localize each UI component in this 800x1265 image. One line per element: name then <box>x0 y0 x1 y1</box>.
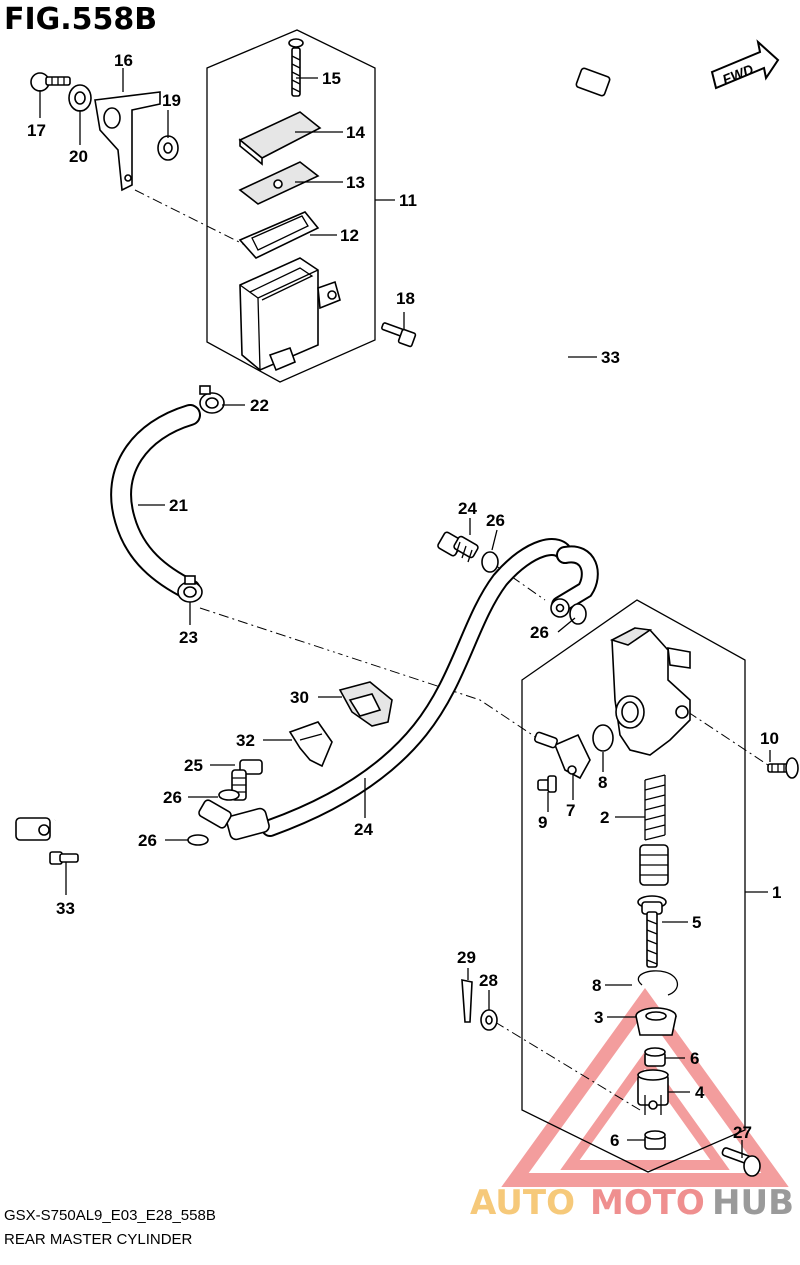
callout-25-lower: 25 <box>184 756 203 775</box>
leader-clamp-23 <box>199 607 541 741</box>
callout-33: 33 <box>56 899 75 918</box>
figure-subtitle: REAR MASTER CYLINDER <box>4 1231 193 1248</box>
nut-6-upper <box>644 1047 666 1067</box>
washer-26-d <box>187 834 209 846</box>
pin-27 <box>721 1147 761 1177</box>
callout-12: 11 <box>399 191 417 210</box>
callout-5: 5 <box>692 913 701 932</box>
master-cylinder-group-box <box>521 599 746 1173</box>
cap-15 <box>238 111 322 166</box>
hose-22 <box>110 404 201 601</box>
callout-9: 8 <box>592 976 601 995</box>
plate-14 <box>238 161 320 205</box>
nut-6-lower <box>644 1130 666 1150</box>
cotter-pin-29 <box>461 979 473 1023</box>
callout-20: 19 <box>162 91 181 110</box>
callout-11: 10 <box>760 729 779 748</box>
callout-13: 12 <box>340 226 359 245</box>
callout-25-upper: 24 <box>458 499 477 518</box>
washer-26-c <box>218 789 240 801</box>
callout-16: 15 <box>322 69 341 88</box>
callout-14: 13 <box>346 173 365 192</box>
callout-26-right: 26 <box>530 623 549 642</box>
diaphragm-13 <box>238 211 320 259</box>
callout-8: 8 <box>598 773 607 792</box>
callout-6-lower: 6 <box>610 1131 619 1150</box>
cable-31 <box>15 67 664 841</box>
figure-code: GSX-S750AL9_E03_E28_558B <box>4 1207 216 1224</box>
grommet-21 <box>68 84 92 112</box>
watermark-logo: AUTO MOTO HUB <box>470 1183 794 1223</box>
screw-16 <box>288 38 304 97</box>
spring-2 <box>644 774 666 841</box>
leader-washer-28 <box>494 1021 641 1111</box>
bolt-18 <box>30 72 71 92</box>
callout-28: 28 <box>479 971 498 990</box>
callout-10: 9 <box>538 813 547 832</box>
washer-26-a <box>481 551 499 573</box>
fwd-arrow-badge: FWD <box>710 39 780 90</box>
hose-24 <box>198 538 599 841</box>
washer-28 <box>480 1009 498 1031</box>
callout-18: 17 <box>27 121 46 140</box>
callout-2: 2 <box>600 808 609 827</box>
circlip-9 <box>637 970 679 996</box>
callout-15: 14 <box>346 123 365 142</box>
master-cylinder-body <box>609 627 691 756</box>
clamp-23-upper <box>199 385 225 414</box>
callout-31: 33 <box>601 348 620 367</box>
fwd-label: FWD <box>720 61 756 88</box>
callout-22: 21 <box>169 496 188 515</box>
washer-26-b <box>569 603 587 625</box>
watermark-part3: HUB <box>712 1183 794 1223</box>
callout-24: 24 <box>354 820 373 839</box>
callout-26-upper: 26 <box>486 511 505 530</box>
leader-bracket-reservoir <box>134 189 246 246</box>
piston-assembly <box>639 844 669 886</box>
callout-27: 27 <box>733 1123 752 1142</box>
leader-bolt-11 <box>687 711 769 766</box>
clamp-32 <box>288 721 333 768</box>
clevis-4 <box>637 1069 669 1115</box>
reservoir-body <box>239 257 341 372</box>
watermark-part1: AUTO <box>470 1183 575 1223</box>
fitting-7 <box>533 731 591 780</box>
clamp-23-lower <box>177 575 203 603</box>
callout-3: 3 <box>594 1008 603 1027</box>
push-rod-5 <box>637 895 667 968</box>
callout-7: 7 <box>566 801 575 820</box>
screw-10 <box>537 775 557 793</box>
callout-19: 18 <box>396 289 415 308</box>
callout-29: 29 <box>457 948 476 967</box>
watermark-triangle <box>501 988 789 1187</box>
callout-23-lower: 23 <box>179 628 198 647</box>
watermark-part2: MOTO <box>590 1183 705 1223</box>
callout-21: 20 <box>69 147 88 166</box>
figure-title: FIG.558B <box>4 2 158 37</box>
bolt-11 <box>767 757 799 779</box>
callout-26-lower: 26 <box>138 831 157 850</box>
bolt-33 <box>49 851 79 865</box>
callout-17: 16 <box>114 51 133 70</box>
callout-6-upper: 6 <box>690 1049 699 1068</box>
callout-32: 32 <box>236 731 255 750</box>
callout-30: 30 <box>290 688 309 707</box>
callout-23-upper: 22 <box>250 396 269 415</box>
callout-labels: 15 14 13 11 12 16 17 20 19 18 22 21 23 3… <box>27 51 781 1150</box>
o-ring-8 <box>592 724 614 752</box>
banjo-bolt-25-upper <box>437 531 479 563</box>
callout-leaders <box>39 68 771 1158</box>
callout-26-mid: 26 <box>163 788 182 807</box>
reservoir-group-box <box>206 29 376 383</box>
collar-20 <box>157 135 179 161</box>
clamp-30 <box>338 681 393 727</box>
bracket-17 <box>94 91 161 192</box>
bolt-19 <box>381 322 417 348</box>
callout-1: 1 <box>772 883 781 902</box>
callout-4: 4 <box>695 1083 705 1102</box>
boot-3 <box>635 1007 677 1036</box>
